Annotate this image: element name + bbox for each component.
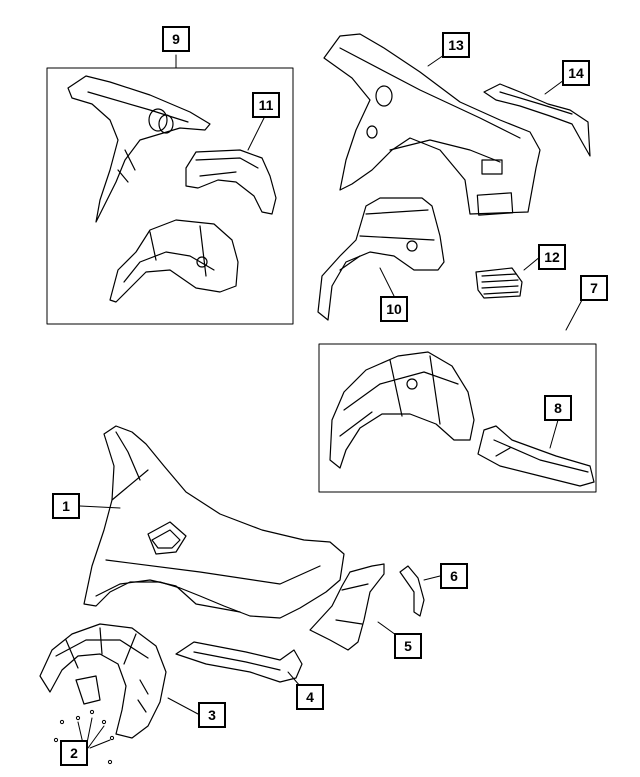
callout-12: 12 bbox=[538, 244, 566, 270]
part-10-outer-wheelhouse bbox=[317, 197, 445, 321]
callout-11: 11 bbox=[252, 92, 280, 118]
callout-4: 4 bbox=[296, 684, 324, 710]
part-14-rail-bracket bbox=[483, 83, 591, 157]
part-2-fasteners bbox=[53, 709, 115, 765]
callout-7: 7 bbox=[580, 275, 608, 301]
part-1-quarter-panel bbox=[83, 425, 345, 619]
part-4-sill-extension bbox=[175, 641, 303, 683]
group-frame-9 bbox=[46, 67, 294, 325]
part-6-trim-arc bbox=[399, 565, 425, 617]
group-frame-7 bbox=[318, 343, 597, 493]
part-7-wheelhouse-assembly bbox=[329, 351, 475, 469]
part-13-quarter-inner-panel bbox=[323, 33, 541, 216]
callout-5: 5 bbox=[394, 633, 422, 659]
callout-13: 13 bbox=[442, 32, 470, 58]
part-9-inner-wheelhouse bbox=[109, 219, 239, 303]
part-5-bracket bbox=[309, 563, 385, 651]
callout-1: 1 bbox=[52, 493, 80, 519]
part-8-extension-bracket bbox=[477, 425, 595, 487]
part-3-wheelhouse-liner bbox=[39, 623, 167, 739]
callout-8: 8 bbox=[544, 395, 572, 421]
callout-2: 2 bbox=[60, 740, 88, 766]
callout-14: 14 bbox=[562, 60, 590, 86]
callout-6: 6 bbox=[440, 563, 468, 589]
callout-10: 10 bbox=[380, 296, 408, 322]
leader-lines bbox=[77, 54, 583, 749]
callout-9: 9 bbox=[162, 26, 190, 52]
callout-3: 3 bbox=[198, 702, 226, 728]
part-11-wheelhouse-extension bbox=[185, 149, 277, 215]
part-12-vent-grille bbox=[475, 267, 523, 299]
part-9-pillar-reinforcement bbox=[67, 75, 211, 223]
